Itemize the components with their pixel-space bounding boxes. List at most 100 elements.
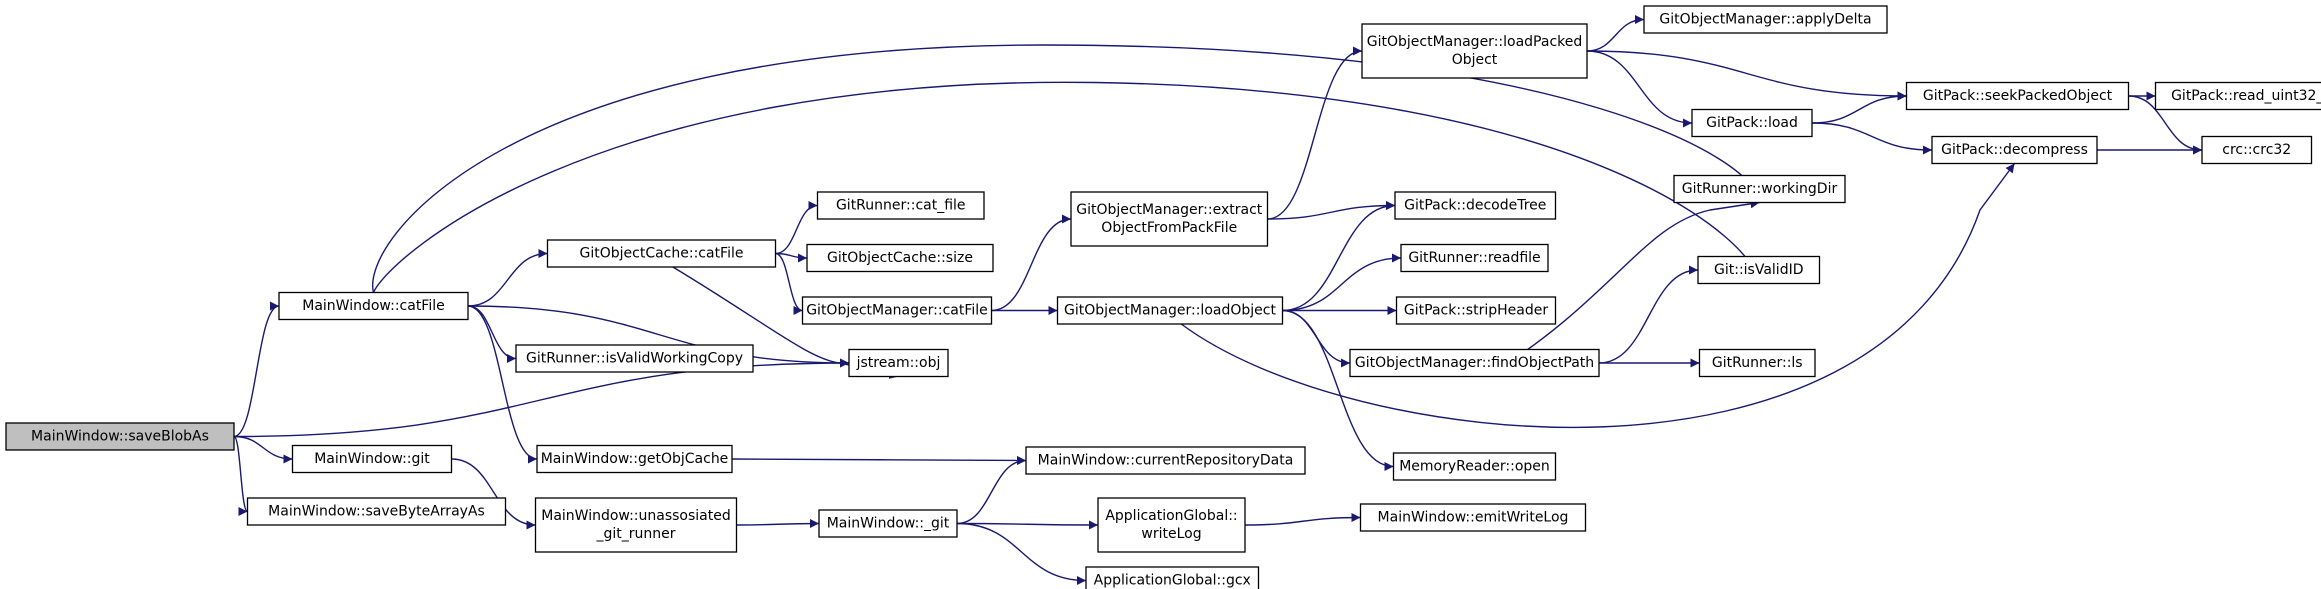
node-unassosiated[interactable]: MainWindow::unassosiated_git_runner <box>534 497 738 553</box>
node-label: ObjectFromPackFile <box>1101 220 1237 236</box>
node-box <box>1056 296 1284 325</box>
edge-saveBlobAs-to-catFile <box>233 301 280 438</box>
node-box <box>515 344 754 373</box>
node-label: GitObjectCache::catFile <box>580 246 744 262</box>
node-cacheCatFile[interactable]: GitObjectCache::catFile <box>546 239 777 268</box>
node-underGit[interactable]: MainWindow::_git <box>818 509 958 538</box>
node-jstreamObj[interactable]: jstream::obj <box>848 348 949 378</box>
node-findObjectPath[interactable]: GitObjectManager::findObjectPath <box>1349 348 1600 378</box>
node-seekPacked[interactable]: GitPack::seekPackedObject <box>1905 81 2130 111</box>
node-crc32[interactable]: crc::crc32 <box>2201 135 2313 165</box>
edge-loadPacked-to-applyDelta <box>1586 15 1645 52</box>
node-label: GitPack::read_uint32_be <box>2171 88 2321 104</box>
node-currentRepo[interactable]: MainWindow::currentRepositoryData <box>1025 446 1306 475</box>
node-label: Object <box>1452 52 1498 68</box>
node-box <box>1070 191 1269 247</box>
node-applyDelta[interactable]: GitObjectManager::applyDelta <box>1643 5 1888 34</box>
node-readUint32[interactable]: GitPack::read_uint32_be <box>2154 81 2321 111</box>
node-saveBlobAs[interactable]: MainWindow::saveBlobAs <box>5 422 235 451</box>
node-label: MainWindow::saveByteArrayAs <box>268 504 485 520</box>
node-box <box>1085 566 1260 589</box>
node-box <box>1097 497 1246 553</box>
node-label: ApplicationGlobal:: <box>1105 508 1237 524</box>
edge-mgrCatFile-to-extract <box>991 214 1072 312</box>
node-isValidID[interactable]: Git::isValidID <box>1697 255 1821 285</box>
node-runnerLs[interactable]: GitRunner::ls <box>1698 348 1816 378</box>
node-box <box>1698 348 1816 378</box>
node-label: GitObjectManager::findObjectPath <box>1355 355 1594 371</box>
edge-packLoad-to-decompress <box>1811 122 1933 155</box>
edge-cacheCatFile-to-cacheSize <box>775 252 808 263</box>
edge-catFile-to-cacheCatFile <box>467 249 548 307</box>
node-label: GitPack::decompress <box>1941 142 2088 158</box>
node-box <box>1697 255 1821 285</box>
node-decodeTree[interactable]: GitPack::decodeTree <box>1394 191 1557 220</box>
node-label: GitObjectManager::extract <box>1076 202 1263 218</box>
node-mgrCatFile[interactable]: GitObjectManager::catFile <box>801 296 993 325</box>
node-runnerCatFile[interactable]: GitRunner::cat_file <box>816 191 985 220</box>
node-label: GitPack::decodeTree <box>1404 198 1546 214</box>
node-label: Git::isValidID <box>1714 262 1804 278</box>
edge-saveBlobAs-to-git <box>233 435 293 464</box>
edge-findObjectPath-to-isValidID <box>1598 265 1699 364</box>
node-box <box>1400 243 1549 273</box>
node-box <box>1673 174 1846 204</box>
node-writeLog[interactable]: ApplicationGlobal::writeLog <box>1097 497 1246 553</box>
node-stripHeader[interactable]: GitPack::stripHeader <box>1395 296 1557 325</box>
node-box <box>848 348 949 378</box>
node-label: MainWindow::currentRepositoryData <box>1038 453 1294 469</box>
node-saveByteArrayAs[interactable]: MainWindow::saveByteArrayAs <box>246 497 507 526</box>
node-box <box>2154 81 2321 111</box>
edge-unassosiated-to-underGit <box>736 519 820 529</box>
node-label: GitPack::seekPackedObject <box>1923 88 2113 104</box>
node-label: GitRunner::readfile <box>1408 250 1540 266</box>
node-gcx[interactable]: ApplicationGlobal::gcx <box>1085 566 1260 589</box>
edge-catFile-to-workingDir <box>371 44 1764 293</box>
node-label: ApplicationGlobal::gcx <box>1094 573 1251 589</box>
node-label: GitPack::stripHeader <box>1404 303 1548 319</box>
edge-catFile-to-jstreamObj <box>467 305 850 368</box>
node-loadObject[interactable]: GitObjectManager::loadObject <box>1056 296 1284 325</box>
node-label: GitObjectCache::size <box>827 250 973 266</box>
node-label: GitRunner::cat_file <box>836 198 966 214</box>
node-box <box>1643 5 1888 34</box>
edge-underGit-to-writeLog <box>956 520 1099 530</box>
node-box <box>1905 81 2130 111</box>
node-decompress[interactable]: GitPack::decompress <box>1931 135 2098 165</box>
node-cacheSize[interactable]: GitObjectCache::size <box>806 243 994 273</box>
node-box <box>1392 452 1557 481</box>
node-extract[interactable]: GitObjectManager::extractObjectFromPackF… <box>1070 191 1269 247</box>
node-packLoad[interactable]: GitPack::load <box>1691 108 1813 138</box>
node-label: _git_runner <box>595 526 675 542</box>
node-git[interactable]: MainWindow::git <box>291 444 453 474</box>
node-memOpen[interactable]: MemoryReader::open <box>1392 452 1557 481</box>
edge-saveBlobAs-to-jstreamObj <box>233 358 850 438</box>
edge-loadObject-to-decodeTree <box>1282 201 1396 312</box>
node-emitWriteLog[interactable]: MainWindow::emitWriteLog <box>1359 503 1587 532</box>
node-label: MainWindow::catFile <box>302 298 444 314</box>
edge-seekPacked-to-crc32 <box>2128 95 2203 155</box>
node-label: crc::crc32 <box>2222 142 2291 158</box>
node-box <box>816 191 985 220</box>
edge-writeLog-to-emitWriteLog <box>1244 513 1361 526</box>
node-label: MemoryReader::open <box>1399 459 1550 475</box>
node-label: GitRunner::workingDir <box>1682 181 1838 197</box>
edge-extract-to-loadPacked <box>1267 46 1363 220</box>
edge-cacheCatFile-to-mgrCatFile <box>775 252 803 315</box>
node-workingDir[interactable]: GitRunner::workingDir <box>1673 174 1846 204</box>
node-label: MainWindow::emitWriteLog <box>1378 510 1569 526</box>
node-isValidWorkingCopy[interactable]: GitRunner::isValidWorkingCopy <box>515 344 754 373</box>
node-readfile[interactable]: GitRunner::readfile <box>1400 243 1549 273</box>
node-box <box>278 291 469 321</box>
node-box <box>806 243 994 273</box>
edge-catFile-to-isValidWorkingCopy <box>467 305 517 363</box>
node-getObjCache[interactable]: MainWindow::getObjCache <box>536 444 733 474</box>
node-catFile[interactable]: MainWindow::catFile <box>278 291 469 321</box>
node-label: writeLog <box>1141 526 1201 542</box>
node-box <box>1395 296 1557 325</box>
edge-loadObject-to-memOpen <box>1282 309 1394 471</box>
node-box <box>2201 135 2313 165</box>
node-label: GitObjectManager::catFile <box>806 303 988 319</box>
